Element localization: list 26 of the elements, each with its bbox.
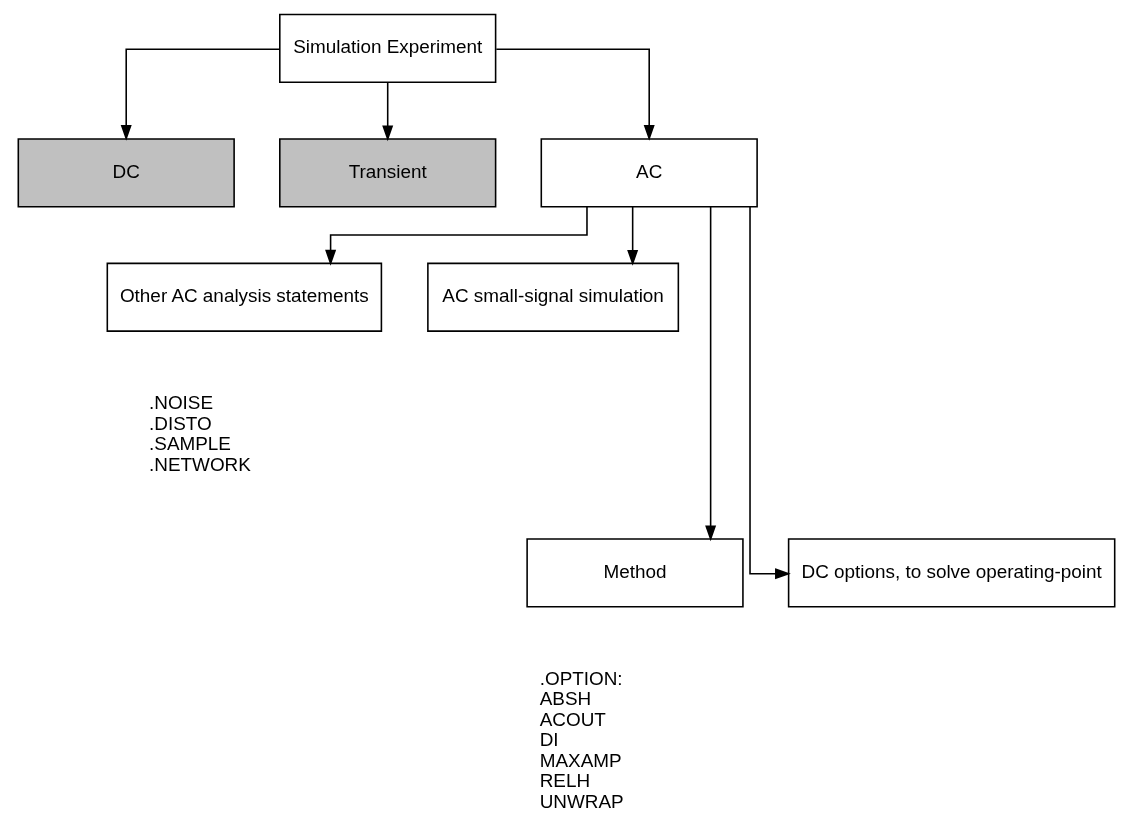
- arrow: [325, 206, 588, 266]
- node-box: Other AC analysis statements: [106, 262, 383, 332]
- arrow: [120, 48, 280, 141]
- node-label: .NOISE: [149, 392, 214, 414]
- node-label: .NETWORK: [149, 453, 251, 475]
- node-box: Method: [526, 538, 744, 608]
- node-label: ACOUT: [539, 708, 606, 730]
- arrow: [705, 206, 717, 542]
- node-label: RELH: [539, 770, 591, 792]
- node-label: .SAMPLE: [149, 433, 231, 455]
- node-label: DI: [539, 729, 559, 751]
- node-label: .OPTION:: [539, 667, 623, 689]
- arrow: [627, 206, 639, 266]
- arrow: [749, 206, 791, 580]
- node-box: AC: [540, 138, 758, 208]
- node-box: Transient: [279, 138, 497, 208]
- node-box: DC: [17, 138, 235, 208]
- arrow: [495, 48, 655, 141]
- arrow: [382, 81, 394, 142]
- node-box: AC small-signal simulation: [427, 262, 680, 332]
- node-box: Simulation Experiment: [279, 13, 497, 84]
- node-label: UNWRAP: [539, 790, 624, 812]
- node-label: .DISTO: [149, 412, 212, 434]
- node-box: DC options, to solve operating-point: [787, 538, 1116, 608]
- node-label: ABSH: [539, 688, 592, 710]
- node-label: MAXAMP: [539, 749, 622, 771]
